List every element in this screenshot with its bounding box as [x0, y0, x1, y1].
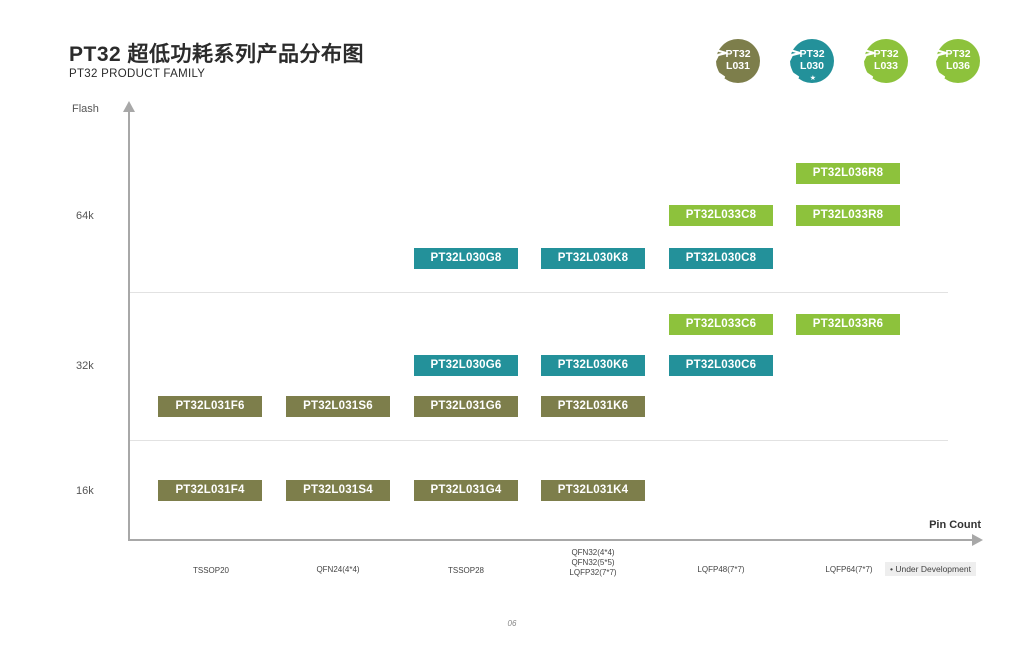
- page-number: 06: [507, 619, 517, 628]
- logo-text-line1: PT32: [945, 48, 971, 60]
- chip-pt32l030c6: PT32L030C6: [669, 355, 773, 376]
- chip-pt32l031f6: PT32L031F6: [158, 396, 262, 417]
- logo-text-line1: PT32: [799, 48, 825, 60]
- chip-pt32l031k6: PT32L031K6: [541, 396, 645, 417]
- shark-icon: [844, 41, 876, 79]
- chip-pt32l033r6: PT32L033R6: [796, 314, 900, 335]
- legend-under-development: • Under Development: [885, 562, 976, 576]
- logo-text-line1: PT32: [873, 48, 899, 60]
- x-axis-arrow-icon: [972, 534, 983, 546]
- x-tick-lqfp64: LQFP64(7*7): [825, 565, 873, 574]
- chip-pt32l031k4: PT32L031K4: [541, 480, 645, 501]
- chip-pt32l030c8: PT32L030C8: [669, 248, 773, 269]
- y-tick-64k: 64k: [76, 210, 94, 222]
- logo-text-line2: L030: [800, 60, 824, 72]
- shark-icon: [770, 41, 802, 79]
- y-axis-label: Flash: [72, 103, 99, 115]
- chip-pt32l030g8: PT32L030G8: [414, 248, 518, 269]
- chip-pt32l036r8: PT32L036R8: [796, 163, 900, 184]
- y-tick-32k: 32k: [76, 360, 94, 372]
- chip-pt32l033r8: PT32L033R8: [796, 205, 900, 226]
- gridline: [130, 440, 948, 441]
- x-tick-lqfp48: LQFP48(7*7): [697, 565, 745, 574]
- chip-pt32l033c6: PT32L033C6: [669, 314, 773, 335]
- chip-pt32l030g6: PT32L030G6: [414, 355, 518, 376]
- x-tick-tssop20: TSSOP20: [192, 566, 229, 575]
- y-axis: [128, 108, 130, 541]
- x-tick-qfn32-lqfp32: QFN32(4*4) QFN32(5*5) LQFP32(7*7): [569, 548, 617, 577]
- page-subtitle: PT32 PRODUCT FAMILY: [69, 68, 206, 80]
- chip-pt32l031f4: PT32L031F4: [158, 480, 262, 501]
- chip-pt32l030k8: PT32L030K8: [541, 248, 645, 269]
- x-axis: [128, 539, 974, 541]
- chip-pt32l033c8: PT32L033C8: [669, 205, 773, 226]
- logo-text-line2: L036: [946, 60, 970, 72]
- chip-pt32l031s6: PT32L031S6: [286, 396, 390, 417]
- x-tick-qfn24: QFN24(4*4): [316, 565, 360, 574]
- logo-text-line2: L031: [726, 60, 750, 72]
- logo-text-line1: PT32: [725, 48, 751, 60]
- shark-icon: [696, 41, 728, 79]
- chip-pt32l031g6: PT32L031G6: [414, 396, 518, 417]
- star-icon: ★: [809, 75, 816, 82]
- chip-pt32l030k6: PT32L030K6: [541, 355, 645, 376]
- logo-text-line2: L033: [874, 60, 898, 72]
- y-tick-16k: 16k: [76, 485, 94, 497]
- y-axis-arrow-icon: [123, 101, 135, 112]
- chip-pt32l031g4: PT32L031G4: [414, 480, 518, 501]
- gridline: [130, 292, 948, 293]
- page-title: PT32 超低功耗系列产品分布图: [69, 43, 365, 66]
- chip-pt32l031s4: PT32L031S4: [286, 480, 390, 501]
- shark-icon: [916, 41, 948, 79]
- x-axis-label: Pin Count: [929, 519, 981, 531]
- x-tick-tssop28: TSSOP28: [447, 566, 484, 575]
